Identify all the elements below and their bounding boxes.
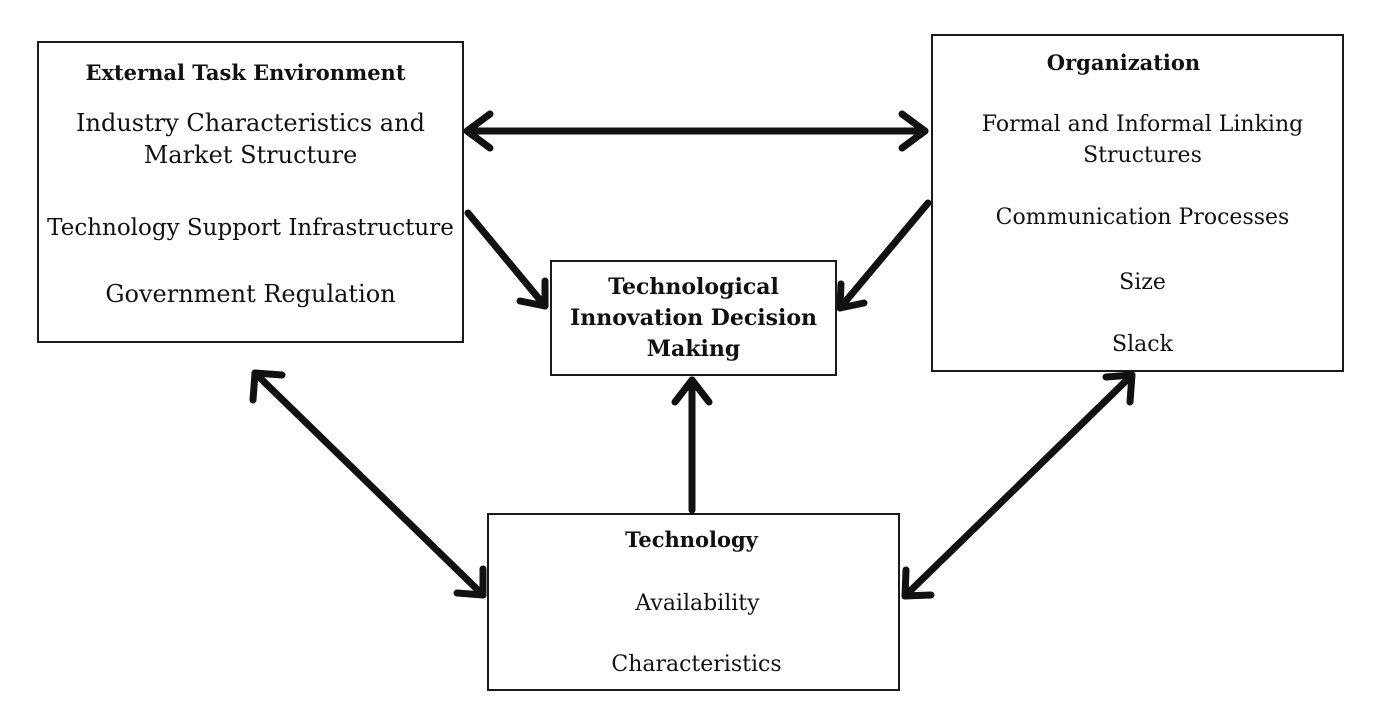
external-task-environment-box: External Task Environment Industry Chara… [37, 41, 464, 343]
organization-item: Formal and Informal Linking [981, 112, 1304, 137]
organization-item: Communication Processes [995, 205, 1290, 230]
technology-item: Characteristics [611, 652, 782, 677]
organization-item: Structures [1083, 143, 1202, 168]
arrow-technology-to-decision [671, 376, 713, 514]
external-item: Technology Support Infrastructure [47, 215, 454, 241]
technology-title: Technology [625, 527, 758, 552]
external-item: Government Regulation [105, 280, 396, 308]
technology-box: Technology Availability Characteristics [487, 513, 900, 691]
arrow-external-technology [249, 369, 487, 599]
external-title: External Task Environment [85, 60, 406, 85]
decision-line: Innovation Decision [569, 305, 818, 331]
organization-box: Organization Formal and Informal Linking… [931, 34, 1344, 372]
organization-item: Size [1119, 270, 1166, 295]
organization-item: Slack [1112, 332, 1173, 357]
external-item: Industry Characteristics and [76, 109, 425, 137]
arrow-organization-to-decision [836, 199, 932, 312]
decision-making-box: Technological Innovation Decision Making [550, 260, 837, 376]
arrow-external-to-decision [464, 209, 549, 310]
technology-item: Availability [635, 591, 760, 616]
arrow-organization-technology [901, 371, 1136, 600]
decision-line: Making [646, 336, 741, 362]
arrow-external-organization [463, 110, 929, 152]
organization-title: Organization [1046, 50, 1201, 75]
external-item: Market Structure [143, 141, 358, 169]
decision-line: Technological [608, 274, 779, 300]
